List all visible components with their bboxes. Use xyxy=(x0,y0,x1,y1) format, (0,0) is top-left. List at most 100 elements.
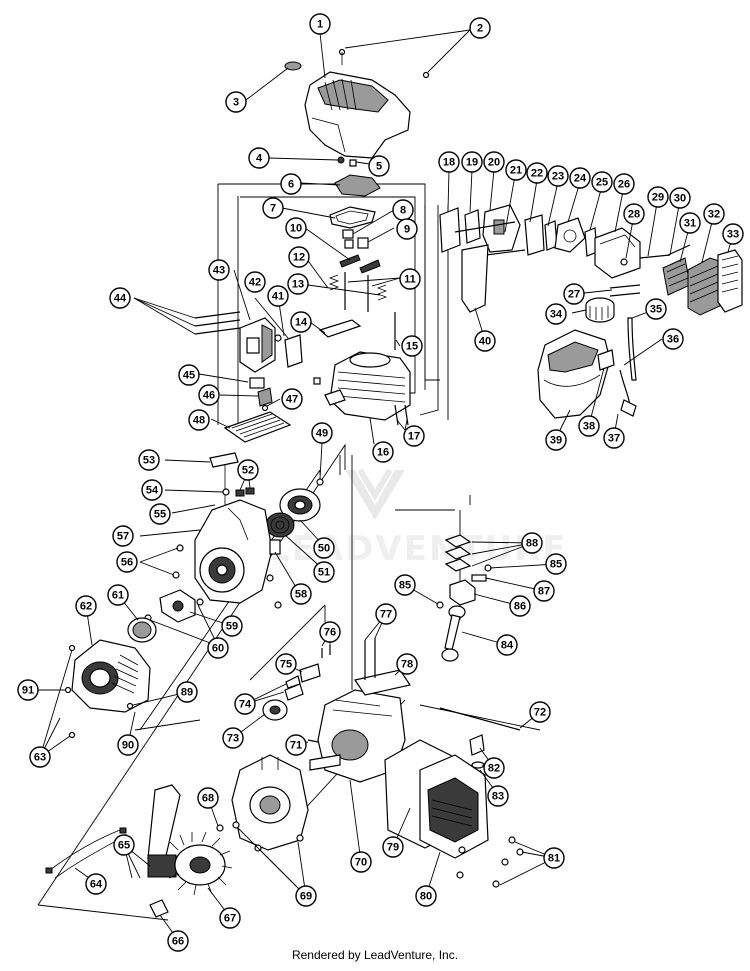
callout-number: 34 xyxy=(550,309,563,321)
part-piston-86 xyxy=(449,579,476,606)
callout-circle xyxy=(262,197,284,219)
part-rings-88 xyxy=(444,534,472,572)
part-22 xyxy=(524,214,545,256)
callout-34: 34 xyxy=(545,303,567,325)
callout-number: 21 xyxy=(510,165,522,177)
callout-number: 83 xyxy=(492,791,504,803)
callout-number: 69 xyxy=(300,891,312,903)
part-cylinder-16 xyxy=(324,351,411,421)
callout-number: 9 xyxy=(404,224,410,236)
callout-circle xyxy=(603,427,625,449)
part-71 xyxy=(307,739,319,743)
part-75 xyxy=(299,663,321,683)
callout-circle xyxy=(244,271,266,293)
callout-circle xyxy=(394,574,416,596)
callout-circle xyxy=(543,847,565,869)
callout-24: 24 xyxy=(569,167,591,189)
callout-circle xyxy=(313,561,335,583)
callout-number: 63 xyxy=(34,752,46,764)
part-60b xyxy=(196,598,204,606)
part-38 xyxy=(597,349,615,371)
callout-circle xyxy=(116,551,138,573)
callout-number: 85 xyxy=(399,580,411,592)
callout-circle xyxy=(280,173,302,195)
callout-85: 85 xyxy=(394,574,416,596)
callout-number: 42 xyxy=(249,277,261,289)
callout-number: 4 xyxy=(256,153,263,165)
part-spring-13a xyxy=(328,274,340,291)
callout-circle xyxy=(311,422,333,444)
callout-number: 52 xyxy=(242,465,254,477)
part-muffler-43 xyxy=(239,317,276,373)
part-52b xyxy=(245,487,255,495)
callout-77: 77 xyxy=(375,603,397,625)
callout-circle xyxy=(149,503,171,525)
callout-number: 38 xyxy=(583,421,595,433)
callout-circle xyxy=(368,155,390,177)
callout-number: 48 xyxy=(193,415,205,427)
footer-credit: Rendered by LeadVenture, Inc. xyxy=(291,948,459,962)
part-bolt-27b xyxy=(609,292,641,297)
callout-number: 64 xyxy=(90,879,103,891)
callout-number: 15 xyxy=(406,341,418,353)
callout-number: 86 xyxy=(514,601,526,613)
callout-number: 6 xyxy=(288,179,294,191)
callout-number: 30 xyxy=(674,193,686,205)
callout-8: 8 xyxy=(392,199,414,221)
callout-6: 6 xyxy=(280,173,302,195)
callout-19: 19 xyxy=(461,151,483,173)
callout-circle xyxy=(545,303,567,325)
callout-number: 10 xyxy=(290,223,302,235)
part-spring-13b xyxy=(376,284,388,301)
callout-circle xyxy=(645,298,667,320)
callout-circle xyxy=(219,907,241,929)
part-screw-right xyxy=(422,71,430,79)
callout-circle xyxy=(112,525,134,547)
callout-number: 19 xyxy=(466,157,478,169)
callout-circle xyxy=(505,159,527,181)
part-pulley-50 xyxy=(279,488,321,522)
callout-74: 74 xyxy=(234,693,256,715)
callout-9: 9 xyxy=(396,218,418,240)
part-24 xyxy=(554,217,586,253)
callout-number: 17 xyxy=(408,431,420,443)
part-connecting-rod-84 xyxy=(441,605,466,662)
part-crankcase-cover-69 xyxy=(231,754,309,851)
callout-number: 1 xyxy=(317,19,323,31)
part-gasket-7 xyxy=(329,206,376,229)
callout-number: 18 xyxy=(443,157,455,169)
callout-78: 78 xyxy=(396,653,418,675)
part-grommet xyxy=(284,61,302,71)
callout-18: 18 xyxy=(438,151,460,173)
callout-circle xyxy=(382,836,404,858)
callout-circle xyxy=(208,259,230,281)
callout-circle xyxy=(669,187,691,209)
callout-16: 16 xyxy=(372,441,394,463)
callout-circle xyxy=(396,653,418,675)
part-52a xyxy=(235,489,245,497)
callout-42: 42 xyxy=(244,271,266,293)
callout-63: 63 xyxy=(29,746,51,768)
callout-69: 69 xyxy=(295,885,317,907)
callout-number: 61 xyxy=(112,590,124,602)
callout-circle xyxy=(461,151,483,173)
part-screw-5 xyxy=(349,159,357,167)
callout-circle xyxy=(679,212,701,234)
callout-circle xyxy=(197,787,219,809)
callout-73: 73 xyxy=(222,727,244,749)
callout-number: 43 xyxy=(213,265,225,277)
callout-number: 78 xyxy=(401,659,413,671)
callout-number: 13 xyxy=(292,279,304,291)
callout-number: 59 xyxy=(226,621,238,633)
callout-number: 73 xyxy=(227,733,239,745)
callout-circle xyxy=(526,162,548,184)
callout-circle xyxy=(225,91,247,113)
callout-43: 43 xyxy=(208,259,230,281)
callout-59: 59 xyxy=(221,615,243,637)
callout-number: 81 xyxy=(548,853,560,865)
callout-number: 11 xyxy=(404,274,416,286)
callout-32: 32 xyxy=(703,203,725,225)
callout-number: 32 xyxy=(708,209,720,221)
callout-70: 70 xyxy=(350,851,372,873)
callout-number: 53 xyxy=(143,455,155,467)
